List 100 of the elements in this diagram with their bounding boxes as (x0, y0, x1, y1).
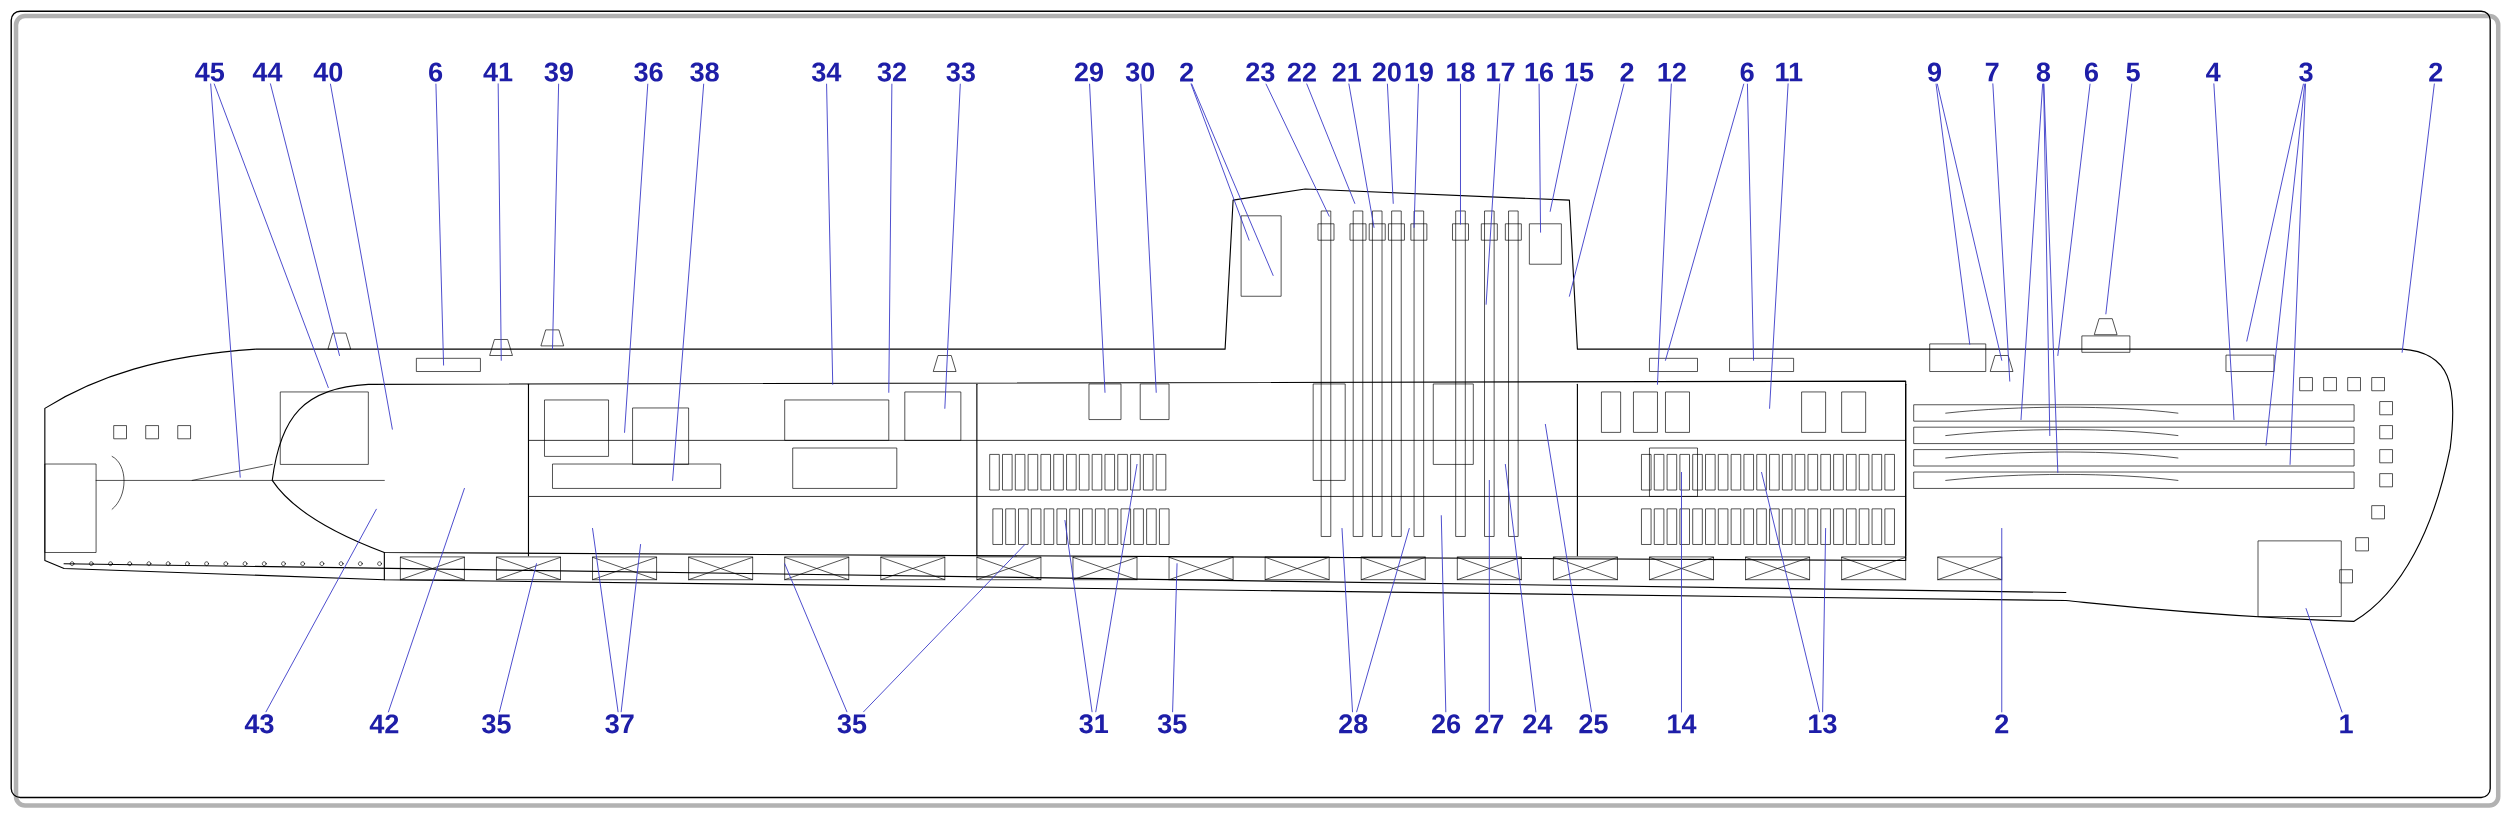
leader-line (1488, 479, 1490, 713)
callout-number: 35 (482, 714, 511, 734)
callout-number: 27 (1475, 714, 1504, 734)
leader-line (2057, 83, 2091, 356)
leader-line (944, 83, 961, 409)
callout-number: 1 (2340, 714, 2353, 733)
callout-number: 44 (252, 62, 283, 82)
leader-line (213, 83, 329, 388)
leader-line (497, 83, 502, 361)
leader-line (863, 543, 1026, 713)
leader-line (2105, 83, 2133, 315)
leader-line (1386, 83, 1394, 204)
callout-number: 13 (1809, 714, 1837, 734)
callout-number: 15 (1565, 62, 1594, 82)
leader-line (1665, 83, 1745, 361)
leader-line (1761, 471, 1820, 713)
leader-line (1769, 83, 1789, 409)
leader-line (330, 83, 393, 430)
leader-line (1191, 83, 1274, 276)
leader-line (1140, 83, 1157, 393)
leader-line (1549, 83, 1577, 212)
callout-number: 2 (1620, 62, 1634, 82)
leader-line (1538, 83, 1541, 233)
leader-line (387, 487, 465, 713)
leader-line (620, 543, 642, 713)
callout-number: 43 (244, 714, 274, 734)
leader-line (2213, 83, 2235, 420)
leader-line (672, 83, 705, 481)
leader-line (1095, 463, 1138, 713)
callout-number: 2 (1995, 714, 2009, 734)
callout-number: 6 (429, 62, 443, 82)
callout-number: 18 (1447, 62, 1475, 82)
leader-line (2305, 607, 2343, 713)
callout-number: 11 (1776, 62, 1803, 82)
leader-line (1485, 83, 1501, 305)
leader-line (1568, 83, 1625, 297)
leader-line (1746, 83, 1754, 361)
leader-line (1172, 563, 1178, 713)
leader-line (1089, 83, 1106, 393)
callout-number: 29 (1074, 62, 1103, 82)
leader-line (1460, 83, 1461, 225)
leader-line (1190, 83, 1250, 241)
leader-line (2043, 83, 2051, 436)
callout-number: 23 (1246, 62, 1275, 82)
callout-number: 26 (1432, 714, 1461, 734)
leader-line (1356, 527, 1410, 713)
leader-line (1306, 83, 1356, 204)
leader-line (210, 83, 241, 478)
leader-line (1936, 83, 2003, 361)
leader-line (1265, 83, 1330, 217)
callout-number: 19 (1405, 62, 1433, 82)
callout-number: 22 (1287, 62, 1316, 82)
callout-number: 9 (1927, 62, 1941, 82)
callout-number: 33 (946, 62, 975, 82)
callout-number: 36 (634, 62, 663, 82)
leader-line (1822, 527, 1827, 713)
callout-number: 20 (1372, 62, 1401, 82)
leader-line (499, 563, 537, 713)
leader-line (1544, 423, 1592, 713)
callout-number: 12 (1658, 62, 1686, 82)
callout-number: 4 (2206, 62, 2221, 82)
callout-number: 8 (2036, 62, 2051, 82)
callout-number: 39 (544, 62, 573, 82)
callout-number: 6 (2084, 62, 2098, 82)
callout-number: 45 (195, 62, 225, 82)
callout-number: 14 (1668, 714, 1697, 733)
leader-line (1504, 463, 1537, 713)
leader-line (888, 83, 893, 393)
callout-number: 6 (1740, 62, 1754, 82)
callout-number: 24 (1523, 714, 1553, 734)
callout-number: 25 (1579, 714, 1608, 734)
callout-number: 41 (483, 62, 513, 82)
leader-line (1681, 471, 1682, 713)
leader-line (1064, 519, 1093, 713)
callout-number: 28 (1339, 714, 1368, 734)
leader-line (784, 563, 848, 713)
callout-number: 42 (369, 714, 399, 734)
leader-line (2001, 527, 2003, 713)
leader-line (2246, 83, 2304, 342)
callout-number: 35 (837, 714, 867, 734)
callout-number: 38 (690, 62, 719, 82)
callout-number: 34 (811, 62, 842, 82)
callout-number: 2 (2429, 62, 2443, 82)
leader-line (2020, 83, 2044, 420)
leader-line (552, 83, 560, 350)
leader-line (2265, 83, 2306, 446)
leader-line (826, 83, 834, 385)
leader-line (1992, 83, 2011, 382)
leader-line (1413, 83, 1419, 228)
callout-number: 5 (2126, 62, 2140, 82)
callout-number: 2 (1180, 62, 1194, 82)
leader-line (270, 83, 340, 356)
callout-number: 40 (313, 62, 343, 82)
leader-line (265, 508, 377, 713)
leader-line (1657, 83, 1672, 385)
leader-line (435, 83, 445, 366)
leader-line (1440, 515, 1447, 713)
leader-line (624, 83, 649, 433)
callout-number: 32 (877, 62, 906, 82)
leader-line (2043, 83, 2059, 473)
